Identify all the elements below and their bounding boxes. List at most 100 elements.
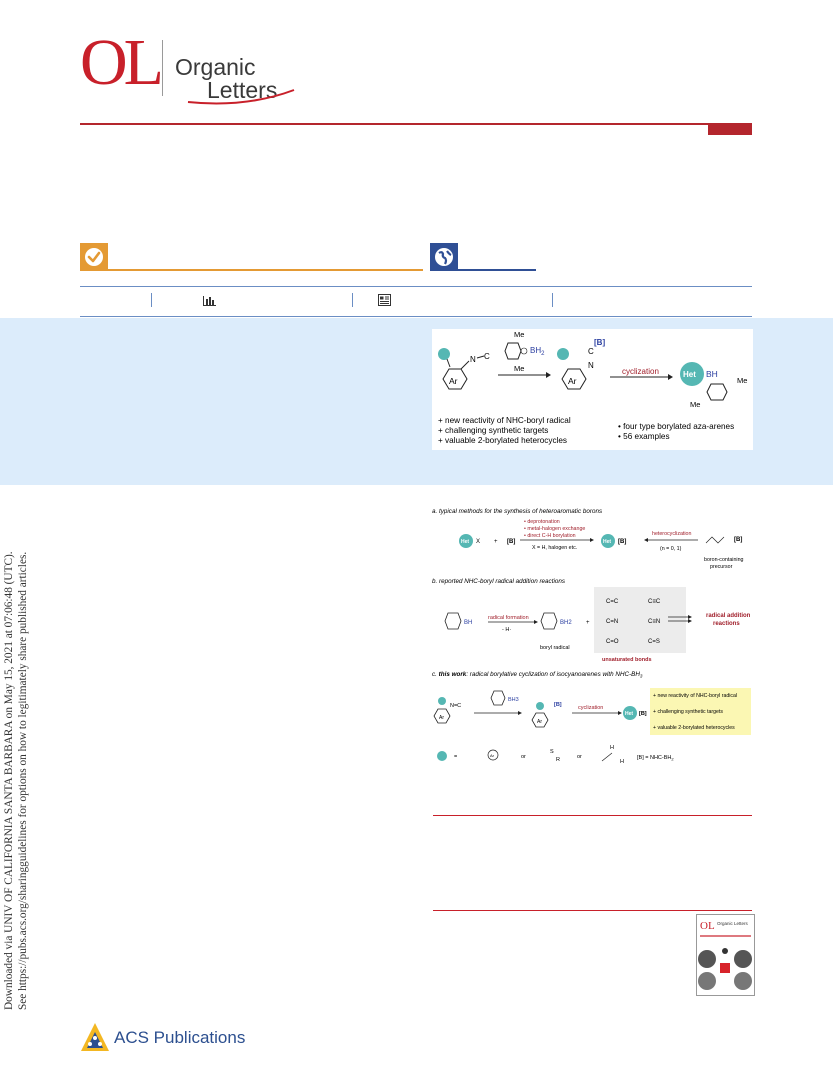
bond-label: C=O <box>606 639 619 645</box>
figure-part-c-title: c. this work: radical borylative cycliza… <box>432 671 643 679</box>
n-note: (n = 0, 1) <box>660 546 682 552</box>
minus-h-label: - H· <box>502 627 511 633</box>
b-label: [B] <box>639 711 647 717</box>
header-rule <box>80 123 752 125</box>
download-watermark: Downloaded via UNIV OF CALIFORNIA SANTA … <box>2 551 30 1010</box>
metrics-separator <box>552 293 553 307</box>
toc-product-me-left: Me <box>690 400 700 409</box>
metrics-separator <box>151 293 152 307</box>
watermark-line: Downloaded via UNIV OF CALIFORNIA SANTA … <box>3 551 15 1010</box>
metrics-bar-bottom-rule <box>80 316 752 317</box>
legend-h: H <box>610 745 614 751</box>
global-access-rule <box>430 269 536 271</box>
toc-bullet: • 56 examples <box>618 432 670 441</box>
b-label: [B] <box>507 539 515 545</box>
toc-me-top: Me <box>514 330 524 339</box>
het-label: Het <box>461 539 469 545</box>
plus-sign: + <box>586 620 590 626</box>
toc-bullet: • four type borylated aza-arenes <box>618 422 734 431</box>
bond-label: C=N <box>606 619 618 625</box>
acs-logo-icon <box>81 1023 109 1051</box>
boryl-radical-bh2: BH2 <box>560 620 572 626</box>
precursor-label: boron-containing <box>704 557 744 563</box>
het-label: Het <box>625 711 633 717</box>
nhc-bh3-label: BH3 <box>508 697 519 703</box>
legend-b-definition: [B] = NHC-BH2 <box>637 755 674 762</box>
legend-s: S <box>550 749 554 755</box>
metrics-separator <box>352 293 353 307</box>
b-label: [B] <box>618 539 626 545</box>
section-rule <box>433 910 752 911</box>
open-access-badge[interactable] <box>80 243 108 271</box>
unsaturated-bonds-label: unsaturated bonds <box>602 657 652 663</box>
bond-label: C≡C <box>648 599 661 605</box>
toc-bullet: + new reactivity of NHC-boryl radical <box>438 416 571 425</box>
radical-addition-label: radical addition <box>706 613 751 619</box>
isocyanide-label: N=C <box>450 703 461 709</box>
journal-logo-mark: OL <box>80 26 164 99</box>
x-note: X = H, halogen etc. <box>532 545 577 551</box>
toc-graphic: Ar N C Me BH2 Me Ar C [B] N cyclization … <box>432 329 753 450</box>
plus-sign: + <box>494 539 498 545</box>
intermediate-c: C <box>588 347 594 356</box>
toc-bullet: + valuable 2-borylated heterocycles <box>438 436 567 445</box>
logo-divider <box>162 40 163 96</box>
unsaturated-bonds-box <box>594 587 686 653</box>
toc-bullet: + challenging synthetic targets <box>438 426 548 435</box>
substituent-ball <box>557 348 569 360</box>
logo-swoosh <box>187 89 295 105</box>
metrics-bar-top-rule <box>80 286 752 287</box>
method-item: • deprotonation <box>524 519 560 525</box>
figure-part-b-title: b. reported NHC-boryl radical addition r… <box>432 578 566 585</box>
toc-product-me-right: Me <box>737 376 747 385</box>
bond-label: C=S <box>648 639 660 645</box>
header-tab <box>708 123 752 135</box>
highlight-bullet: + new reactivity of NHC-boryl radical <box>653 693 737 699</box>
b-label: [B] <box>734 537 742 543</box>
toc-product-bh2: BH <box>706 369 718 379</box>
ar-label: Ar <box>537 719 542 725</box>
radical-formation-label: radical formation <box>488 615 529 621</box>
ar-label: Ar <box>439 715 444 721</box>
intermediate-ar: Ar <box>568 376 577 386</box>
global-access-badge[interactable] <box>430 243 458 271</box>
toc-cyclization-label: cyclization <box>622 367 659 376</box>
ar-label: Ar <box>449 376 458 386</box>
isocyanide-n: N <box>470 355 476 364</box>
figure-part-a-title: a. typical methods for the synthesis of … <box>432 508 603 515</box>
legend-ar: Ar <box>490 753 495 758</box>
bar-chart-icon[interactable] <box>203 294 216 306</box>
method-item: • metal-halogen exchange <box>524 526 585 532</box>
checkmark-icon <box>85 248 103 266</box>
cyclization-label: cyclization <box>578 705 603 711</box>
section-rule <box>433 815 752 816</box>
toc-b-label: [B] <box>594 338 605 347</box>
toc-bh2: BH2 <box>530 346 545 357</box>
figure-1: a. typical methods for the synthesis of … <box>430 503 760 775</box>
precursor-label: precursor <box>710 564 733 570</box>
b-label: [B] <box>554 702 562 708</box>
journal-name-line1: Organic <box>175 54 256 80</box>
legend-r: R <box>556 757 560 763</box>
radical-addition-label: reactions <box>713 621 740 627</box>
publisher-name[interactable]: ACS Publications <box>114 1028 246 1047</box>
cover-title-words: Organic Letters <box>717 921 749 926</box>
legend-h: H <box>620 759 624 765</box>
globe-icon <box>435 248 453 266</box>
legend-or: or <box>577 754 582 760</box>
article-recommendations-icon[interactable] <box>378 294 391 306</box>
het-label: Het <box>603 539 611 545</box>
nhc-bh3: BH <box>464 620 472 626</box>
toc-me-bottom: Me <box>514 364 524 373</box>
cover-title-mark: OL <box>700 920 715 932</box>
watermark-line: See https://pubs.acs.org/sharingguidelin… <box>17 551 29 1010</box>
highlight-bullet: + valuable 2-borylated heterocycles <box>653 725 735 731</box>
bond-label: C=C <box>606 599 619 605</box>
legend-equals: = <box>454 754 457 760</box>
x-label: X <box>476 539 480 545</box>
journal-cover-thumbnail[interactable]: OL Organic Letters <box>696 914 755 996</box>
substituent-ball <box>438 348 450 360</box>
open-access-rule <box>80 269 423 271</box>
method-item: • direct C-H borylation <box>524 533 576 539</box>
highlight-bullet: + challenging synthetic targets <box>653 709 723 715</box>
